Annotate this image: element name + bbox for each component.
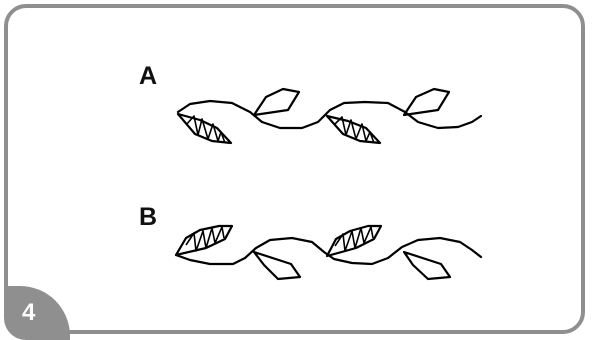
vine-a-leaf-outline-1 <box>252 87 301 117</box>
vine-a-hatched-leaf-1 <box>176 112 233 145</box>
vine-b-leaf-outline-2 <box>402 250 452 281</box>
vine-a-stem <box>176 99 483 130</box>
vine-a-leaf-outline-2 <box>402 87 451 117</box>
figure-number: 4 <box>22 299 36 326</box>
option-b-label: B <box>139 203 158 231</box>
option-a-label: A <box>139 62 158 90</box>
figure-card <box>4 4 585 334</box>
vine-pattern-a <box>176 87 483 145</box>
vine-b-hatched-leaf-1 <box>174 224 234 257</box>
vine-a-hatched-leaf-2 <box>325 114 382 145</box>
vine-pattern-b <box>174 224 483 281</box>
vine-b-hatched-leaf-2 <box>325 224 383 258</box>
vine-b-leaf-outline-1 <box>252 250 302 281</box>
